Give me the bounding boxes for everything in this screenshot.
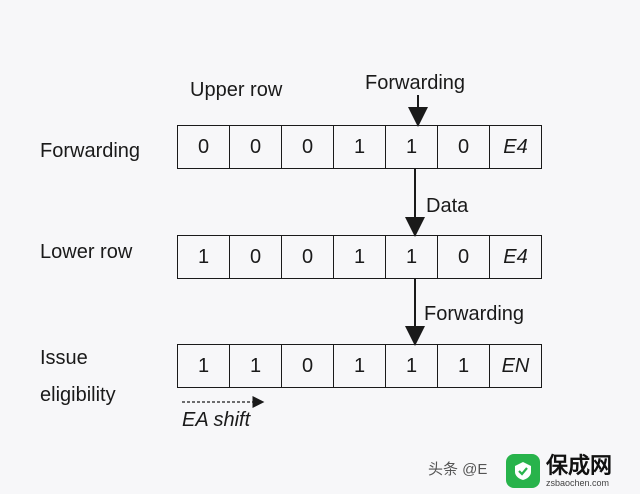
issue-cell: 1 — [334, 345, 386, 387]
upper-row-label: Upper row — [190, 79, 283, 101]
upper-cell: 0 — [230, 126, 282, 168]
upper-cell: 0 — [178, 126, 230, 168]
lower-cell: 0 — [282, 236, 334, 278]
site-logo: 保成网 zsbaochen.com — [506, 450, 638, 492]
forwarding-top-label: Forwarding — [365, 72, 466, 94]
lower-cell: 0 — [438, 236, 490, 278]
forwarding-mid-label: Forwarding — [424, 303, 525, 325]
issue-cell: 1 — [438, 345, 490, 387]
forwarding-row-label: Forwarding — [40, 140, 141, 162]
lower-cell: 1 — [334, 236, 386, 278]
logo-sub-text: zsbaochen.com — [546, 478, 610, 488]
logo-main-text: 保成网 — [546, 453, 613, 478]
issue-label: Issue — [40, 347, 88, 369]
issue-row-register: 1 1 0 1 1 1 EN — [177, 344, 542, 388]
issue-cell: EN — [501, 354, 530, 377]
upper-cell: 1 — [334, 126, 386, 168]
lower-cell: E4 — [503, 245, 528, 268]
upper-row-register: 0 0 0 1 1 0 E4 — [177, 125, 542, 169]
data-label: Data — [426, 195, 469, 217]
ea-shift-label: EA shift — [182, 409, 251, 431]
lower-cell: 0 — [230, 236, 282, 278]
upper-cell: 1 — [386, 126, 438, 168]
eligibility-label: eligibility — [40, 384, 116, 406]
issue-cell: 1 — [230, 345, 282, 387]
watermark-text: 头条 @E — [428, 461, 488, 478]
lower-row-register: 1 0 0 1 1 0 E4 — [177, 235, 542, 279]
lower-cell: 1 — [178, 236, 230, 278]
lower-cell: 1 — [386, 236, 438, 278]
issue-cell: 1 — [386, 345, 438, 387]
upper-cell: E4 — [503, 135, 528, 158]
lower-row-label: Lower row — [40, 241, 133, 263]
logo-icon — [506, 454, 540, 488]
issue-cell: 1 — [178, 345, 230, 387]
issue-cell: 0 — [282, 345, 334, 387]
upper-cell: 0 — [438, 126, 490, 168]
upper-cell: 0 — [282, 126, 334, 168]
